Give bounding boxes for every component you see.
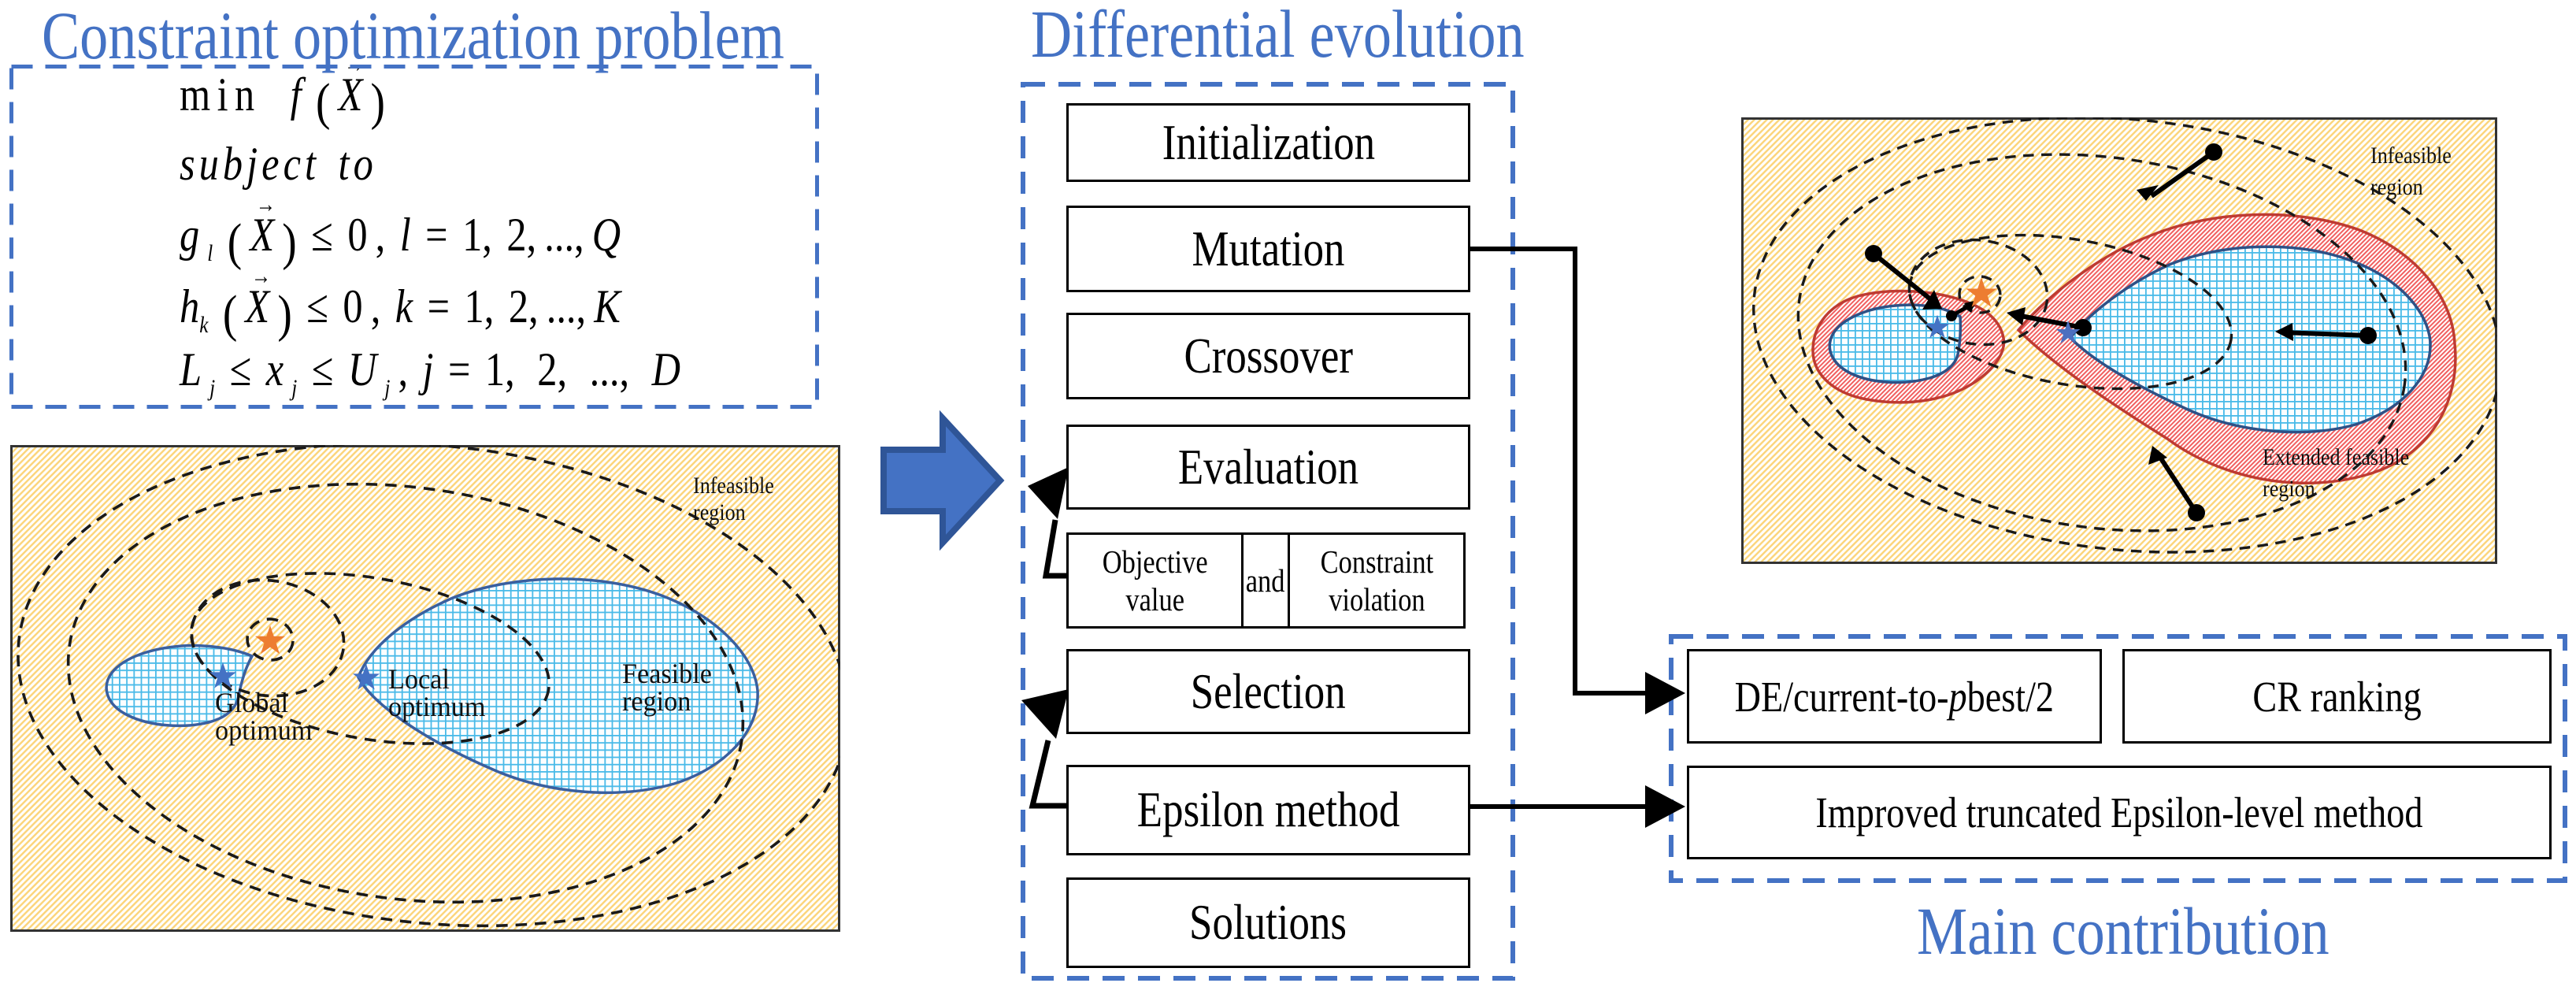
svg-text:Infeasible: Infeasible <box>2370 143 2452 169</box>
svg-text:Extended feasible: Extended feasible <box>2263 444 2409 470</box>
svg-text:optimum: optimum <box>215 714 313 746</box>
svg-text:Global: Global <box>215 687 288 718</box>
svg-text:optimum: optimum <box>388 691 486 722</box>
svg-text:Infeasible: Infeasible <box>693 473 774 499</box>
svg-text:region: region <box>2263 476 2315 502</box>
svg-text:region: region <box>2370 174 2423 200</box>
svg-text:region: region <box>622 685 691 717</box>
svg-text:Local: Local <box>388 663 450 695</box>
svg-text:Feasible: Feasible <box>622 658 712 689</box>
svg-text:region: region <box>693 499 746 525</box>
